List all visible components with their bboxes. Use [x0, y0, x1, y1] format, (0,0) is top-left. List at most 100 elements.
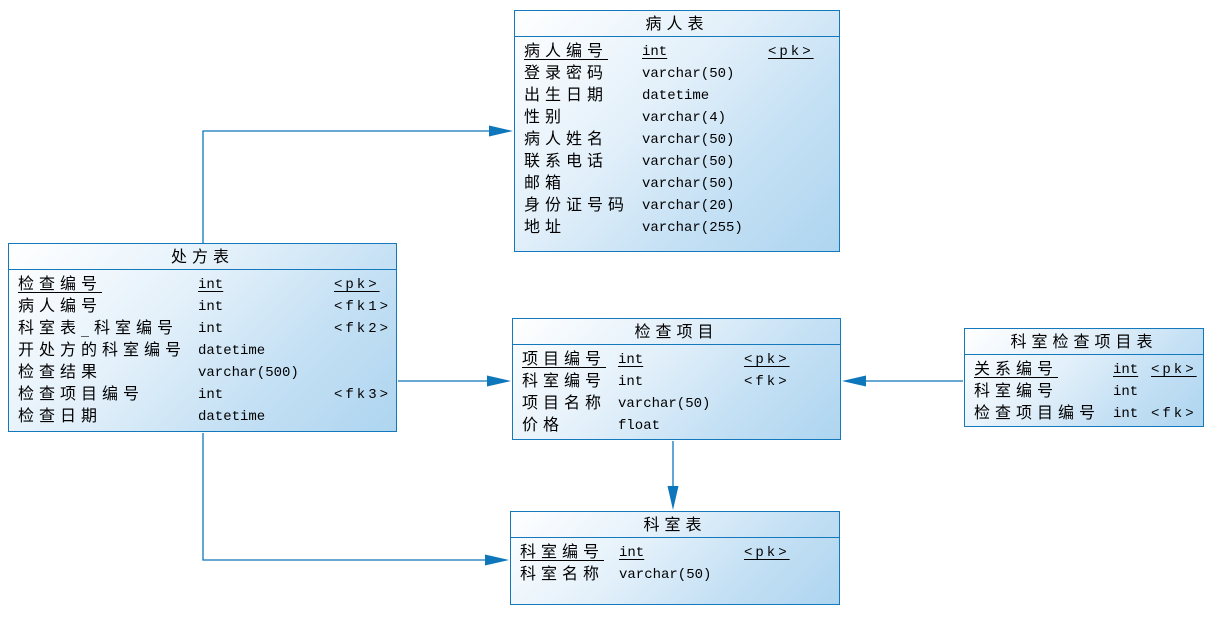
column-name: 科室表_科室编号	[18, 318, 179, 337]
column-type: datetime	[198, 409, 266, 425]
column-key-pk: <pk>	[334, 277, 380, 293]
column-key-fk: <fk1>	[334, 299, 392, 315]
column-type: int	[1113, 362, 1139, 378]
column-name: 身份证号码	[524, 195, 630, 214]
column-type: int	[642, 44, 668, 60]
table-row: 检查结果 varchar(500)	[9, 361, 396, 383]
table-row: 项目名称 varchar(50)	[513, 392, 840, 414]
column-name: 联系电话	[524, 151, 609, 170]
table-row: 科室编号 int	[965, 380, 1203, 402]
table-row: 项目编号 int <pk>	[513, 348, 840, 370]
table-title: 科室检查项目表	[965, 329, 1203, 355]
relation-prescription-exam-item[interactable]	[398, 375, 511, 387]
arrowhead-icon	[667, 486, 679, 510]
column-type: varchar(500)	[198, 365, 299, 381]
table-row: 检查编号 int <pk>	[9, 273, 396, 295]
column-name: 地址	[524, 217, 567, 236]
column-name: 科室编号	[522, 371, 607, 390]
column-type: varchar(50)	[618, 396, 711, 412]
column-key-pk: <pk>	[744, 352, 790, 368]
table-row: 联系电话 varchar(50)	[515, 150, 839, 172]
table-department[interactable]: 科室表 科室编号 int <pk> 科室名称 varchar(50)	[510, 511, 840, 605]
column-name: 项目编号	[522, 349, 607, 368]
table-row: 性别 varchar(4)	[515, 106, 839, 128]
table-row: 关系编号 int <pk>	[965, 358, 1203, 380]
table-row: 病人编号 int <pk>	[515, 40, 839, 62]
table-row: 邮箱 varchar(50)	[515, 172, 839, 194]
column-type: varchar(4)	[642, 110, 727, 126]
column-type: int	[198, 321, 224, 337]
table-body: 检查编号 int <pk> 病人编号 int <fk1> 科室表_科室编号 in…	[9, 270, 396, 427]
column-name: 项目名称	[522, 393, 607, 412]
table-body: 关系编号 int <pk> 科室编号 int 检查项目编号 int <fk>	[965, 355, 1203, 424]
table-row: 出生日期 datetime	[515, 84, 839, 106]
relation-exam-item-department[interactable]	[667, 441, 679, 510]
column-name: 检查项目编号	[974, 403, 1101, 422]
column-key-fk: <fk2>	[334, 321, 392, 337]
column-type: varchar(255)	[642, 220, 743, 236]
column-type: int	[1113, 406, 1139, 422]
column-name: 关系编号	[974, 359, 1059, 378]
table-row: 开处方的科室编号 datetime	[9, 339, 396, 361]
column-type: int	[618, 374, 644, 390]
column-type: int	[619, 545, 645, 561]
column-name: 开处方的科室编号	[18, 340, 187, 359]
column-name: 病人姓名	[524, 129, 609, 148]
column-name: 病人编号	[524, 41, 609, 60]
table-body: 科室编号 int <pk> 科室名称 varchar(50)	[511, 538, 839, 585]
column-type: varchar(50)	[642, 132, 735, 148]
column-name: 科室名称	[520, 564, 605, 583]
column-type: int	[198, 277, 224, 293]
table-patient[interactable]: 病人表 病人编号 int <pk> 登录密码 varchar(50) 出生日期 …	[514, 10, 840, 252]
arrowhead-icon	[489, 125, 513, 137]
column-key-fk: <fk>	[1151, 406, 1197, 422]
column-type: int	[618, 352, 644, 368]
table-title: 处方表	[9, 244, 396, 270]
column-name: 检查日期	[18, 406, 103, 425]
column-type: varchar(20)	[642, 198, 735, 214]
arrowhead-icon	[487, 375, 511, 387]
column-key-pk: <pk>	[1151, 362, 1197, 378]
relation-prescription-patient[interactable]	[202, 125, 513, 244]
table-row: 检查项目编号 int <fk>	[965, 402, 1203, 424]
table-row: 科室编号 int <fk>	[513, 370, 840, 392]
table-dept-exam-item[interactable]: 科室检查项目表 关系编号 int <pk> 科室编号 int 检查项目编号 in…	[964, 328, 1204, 427]
column-name: 科室编号	[974, 381, 1059, 400]
table-title: 病人表	[515, 11, 839, 37]
column-key-fk: <fk>	[744, 374, 790, 390]
column-name: 邮箱	[524, 173, 567, 192]
column-name: 出生日期	[524, 85, 609, 104]
table-row: 科室表_科室编号 int <fk2>	[9, 317, 396, 339]
column-type: int	[1113, 384, 1139, 400]
column-name: 检查结果	[18, 362, 103, 381]
column-name: 病人编号	[18, 296, 103, 315]
column-name: 检查项目编号	[18, 384, 145, 403]
table-row: 科室名称 varchar(50)	[511, 563, 839, 585]
column-key-pk: <pk>	[744, 545, 790, 561]
column-name: 登录密码	[524, 63, 609, 82]
table-prescription[interactable]: 处方表 检查编号 int <pk> 病人编号 int <fk1> 科室表_科室编…	[8, 243, 397, 432]
column-type: varchar(50)	[642, 66, 735, 82]
column-type: int	[198, 299, 224, 315]
column-name: 性别	[524, 107, 567, 126]
table-body: 病人编号 int <pk> 登录密码 varchar(50) 出生日期 date…	[515, 37, 839, 238]
relation-prescription-department[interactable]	[202, 433, 509, 566]
table-row: 身份证号码 varchar(20)	[515, 194, 839, 216]
table-row: 检查项目编号 int <fk3>	[9, 383, 396, 405]
table-row: 地址 varchar(255)	[515, 216, 839, 238]
column-type: float	[618, 418, 661, 434]
column-type: varchar(50)	[642, 154, 735, 170]
table-title: 检查项目	[513, 319, 840, 345]
column-key-fk: <fk3>	[334, 387, 392, 403]
column-type: int	[198, 387, 224, 403]
table-title: 科室表	[511, 512, 839, 538]
relation-dept-exam-item-exam-item[interactable]	[842, 375, 963, 387]
table-exam-item[interactable]: 检查项目 项目编号 int <pk> 科室编号 int <fk> 项目名称 va…	[512, 318, 841, 440]
table-row: 价格 float	[513, 414, 840, 436]
table-body: 项目编号 int <pk> 科室编号 int <fk> 项目名称 varchar…	[513, 345, 840, 436]
arrowhead-icon	[485, 554, 509, 566]
column-type: datetime	[642, 88, 710, 104]
column-name: 科室编号	[520, 542, 605, 561]
